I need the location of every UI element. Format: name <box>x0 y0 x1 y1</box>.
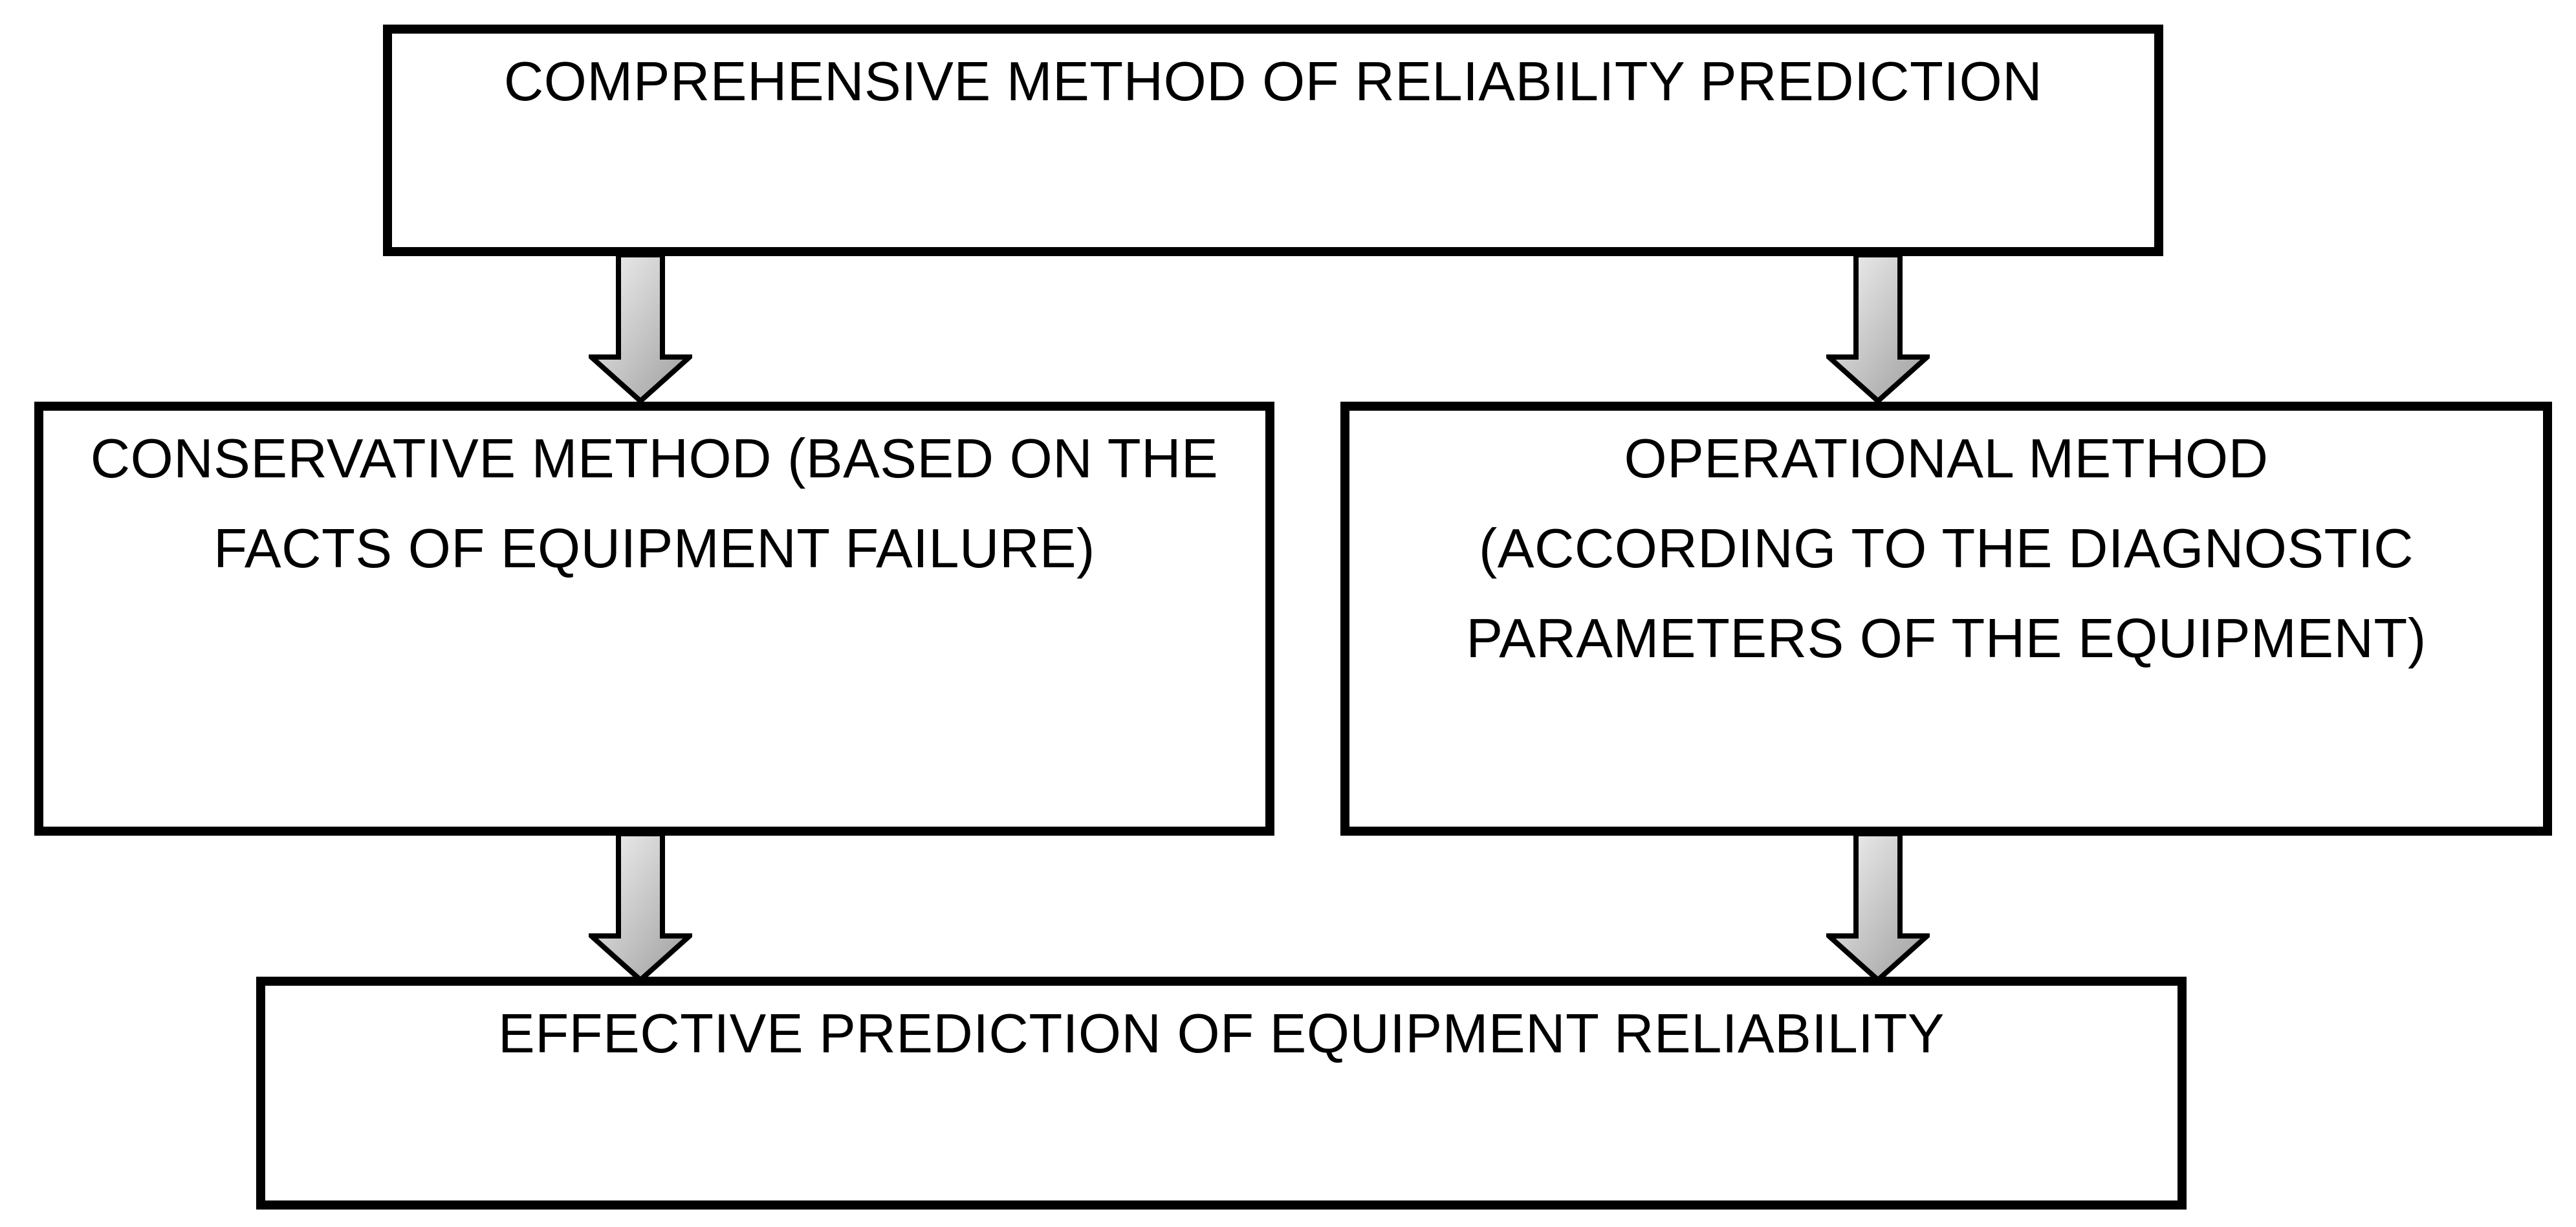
box-operational-method-label-line3: PARAMETERS OF THE EQUIPMENT) <box>1466 608 2427 669</box>
down-arrow-conservative-to-effective-icon <box>589 831 692 984</box>
box-effective-prediction: EFFECTIVE PREDICTION OF EQUIPMENT RELIAB… <box>256 977 2187 1210</box>
box-conservative-method-label-line1: CONSERVATIVE METHOD (BASED ON THE <box>90 428 1219 490</box>
down-arrow-top-to-conservative-icon <box>589 252 692 405</box>
box-comprehensive-method: COMPREHENSIVE METHOD OF RELIABILITY PRED… <box>383 25 2163 256</box>
box-operational-method: OPERATIONAL METHOD (ACCORDING TO THE DIA… <box>1340 402 2552 836</box>
box-conservative-method: CONSERVATIVE METHOD (BASED ON THE FACTS … <box>34 402 1274 836</box>
box-comprehensive-method-label: COMPREHENSIVE METHOD OF RELIABILITY PRED… <box>503 51 2043 113</box>
box-conservative-method-label-line2: FACTS OF EQUIPMENT FAILURE) <box>213 518 1095 580</box>
box-operational-method-label-line2: (ACCORDING TO THE DIAGNOSTIC <box>1479 518 2414 580</box>
box-effective-prediction-label: EFFECTIVE PREDICTION OF EQUIPMENT RELIAB… <box>498 1003 1945 1065</box>
down-arrow-top-to-operational-icon <box>1826 252 1930 405</box>
box-operational-method-label-line1: OPERATIONAL METHOD <box>1624 428 2269 490</box>
down-arrow-operational-to-effective-icon <box>1826 831 1930 984</box>
